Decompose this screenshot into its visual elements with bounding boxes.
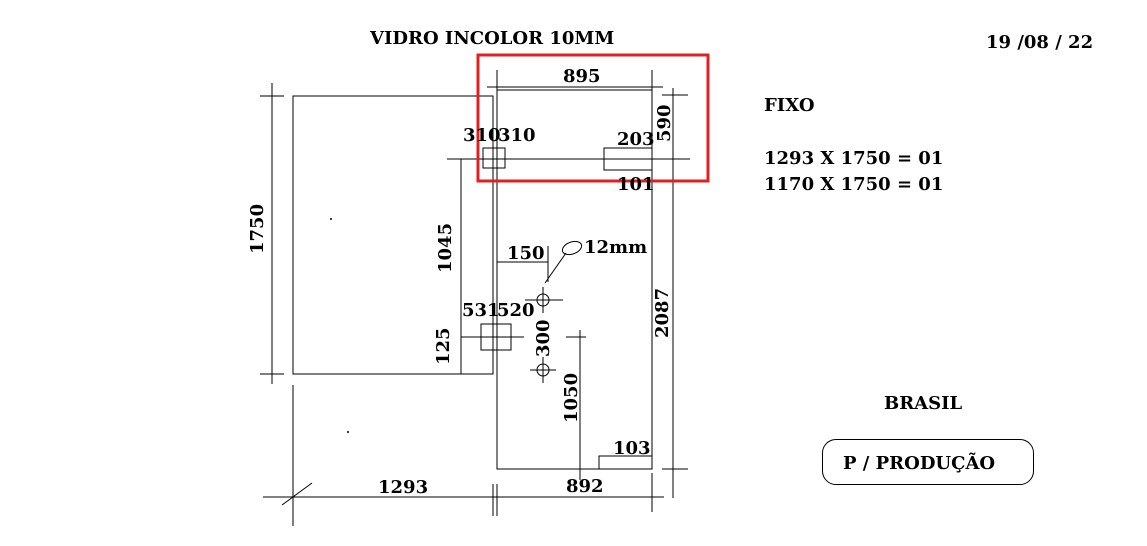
hole-callout-ellipse [561, 240, 583, 256]
drawing-title: VIDRO INCOLOR 10MM [370, 28, 615, 49]
dim-103: 103 [613, 438, 651, 459]
production-tag: P / PRODUÇÃO [843, 453, 996, 474]
dim-590: 590 [654, 104, 675, 142]
bottom-notch [598, 455, 652, 469]
dim-1293: 1293 [378, 477, 429, 498]
dim-892: 892 [566, 476, 604, 497]
dim-310-right: 310 [498, 125, 536, 146]
dim-531: 531 [462, 300, 500, 321]
dim-310-left: 310 [463, 125, 501, 146]
dim-1045: 1045 [435, 222, 456, 273]
dim-1050: 1050 [561, 372, 582, 423]
dim-895: 895 [563, 66, 601, 87]
right-glass-panel [496, 89, 653, 470]
country-label: BRASIL [884, 393, 963, 414]
dim-300: 300 [533, 319, 554, 357]
drawing-date: 19 /08 / 22 [986, 32, 1094, 53]
highlight-box [476, 53, 710, 183]
production-tag-box [822, 439, 1034, 485]
dim-520: 520 [497, 300, 535, 321]
dim-203: 203 [617, 129, 655, 150]
upper-hinge-notch [482, 147, 506, 169]
dim-1750: 1750 [247, 203, 268, 254]
spec-line-1: 1293 X 1750 = 01 [764, 148, 944, 169]
dim-125: 125 [433, 327, 454, 365]
dim-101: 101 [617, 174, 655, 195]
dim-150: 150 [507, 243, 545, 264]
left-glass-panel [292, 95, 494, 375]
dim-12mm: 12mm [584, 237, 648, 258]
upper-right-notch [603, 147, 653, 171]
dim-2087: 2087 [652, 287, 673, 338]
fixo-label: FIXO [764, 95, 815, 116]
spec-line-2: 1170 X 1750 = 01 [764, 174, 944, 195]
